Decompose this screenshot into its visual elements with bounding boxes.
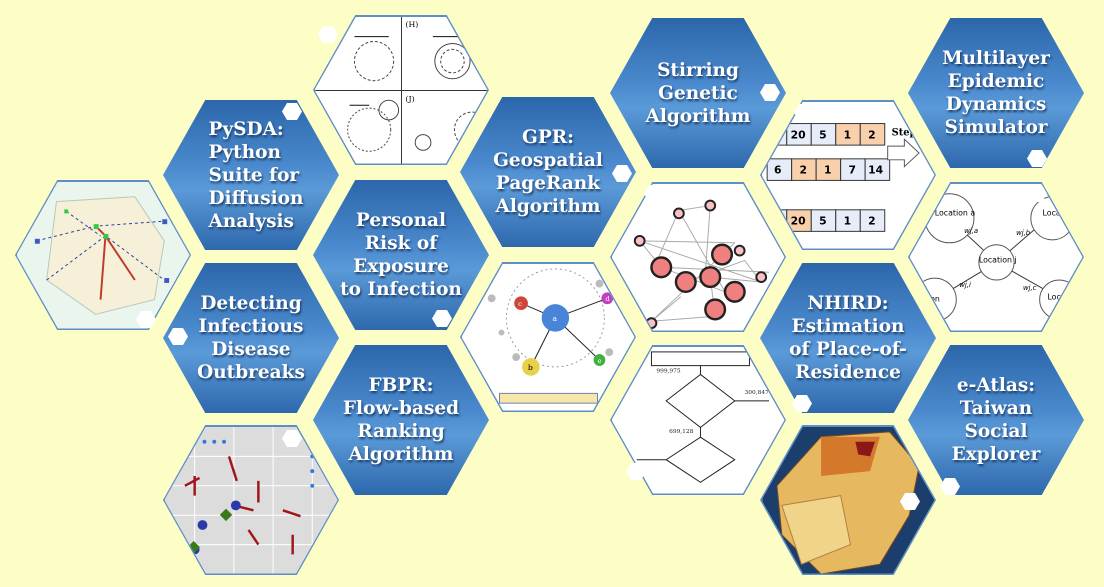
hexagon-badge-icon[interactable] (282, 430, 302, 447)
outbreak-map-hex[interactable] (163, 425, 339, 575)
circle-diagram-image: (H) (J) (314, 16, 488, 164)
project-title: Detecting Infectious Disease Outbreaks (197, 293, 305, 383)
cell: 2 (799, 163, 807, 176)
hexagon-badge-icon[interactable] (900, 493, 920, 510)
hexagon-badge-icon[interactable] (792, 395, 812, 412)
node-a: a (552, 313, 557, 322)
cell: 5 (819, 128, 827, 141)
cell: 7 (848, 163, 856, 176)
hexagon-badge-icon[interactable] (760, 84, 780, 101)
project-personal-risk[interactable]: Personal Risk of Exposure to Infection (313, 180, 489, 330)
project-stirring-ga[interactable]: Stirring Genetic Algorithm (610, 18, 786, 168)
node-e: e (597, 356, 601, 364)
project-title: e-Atlas: Taiwan Social Explorer (951, 375, 1041, 465)
step-label: Step (891, 127, 916, 138)
node-b: b (527, 362, 532, 371)
node-c: c (518, 300, 522, 308)
hexagon-badge-icon[interactable] (432, 310, 452, 327)
project-multilayer[interactable]: Multilayer Epidemic Dynamics Simulator (908, 18, 1084, 168)
location-graph-image: Location a Location j Loca b ation Loca … (912, 192, 1079, 322)
weight-label: wj,c (1022, 283, 1036, 291)
cell: 2 (868, 128, 876, 141)
project-eatlas[interactable]: e-Atlas: Taiwan Social Explorer (908, 345, 1084, 495)
hexagon-badge-icon[interactable] (1027, 150, 1047, 167)
svg-text:999,975: 999,975 (656, 368, 681, 374)
project-title: Personal Risk of Exposure to Infection (340, 210, 462, 300)
project-gpr[interactable]: GPR: Geospatial PageRank Algorithm (460, 97, 636, 247)
project-title: Multilayer Epidemic Dynamics Simulator (942, 48, 1050, 138)
location-i-label: ation (920, 294, 940, 303)
weight-label: wj,i (959, 280, 971, 288)
hexagon-badge-icon[interactable] (940, 478, 960, 495)
map-image-hex[interactable] (15, 180, 191, 330)
hexagon-badge-icon[interactable] (466, 325, 486, 342)
outbreak-map-image (164, 426, 338, 574)
project-fbpr[interactable]: FBPR: Flow-based Ranking Algorithm (313, 345, 489, 495)
hexagon-badge-icon[interactable] (760, 412, 780, 429)
hexagon-badge-icon[interactable] (794, 104, 814, 121)
network-graph-image (633, 199, 769, 329)
weight-label: wj,b (1016, 228, 1031, 236)
cell: 2 (868, 214, 876, 227)
label-j: (J) (405, 94, 414, 103)
hexagon-badge-icon[interactable] (136, 311, 156, 328)
location-j-label: Location j (978, 255, 1016, 264)
taiwan-map-hex[interactable] (760, 425, 936, 575)
project-title: NHIRD: Estimation of Place-of- Residence (789, 293, 907, 383)
location-b-label: Loca b (1042, 208, 1068, 217)
location-c-label: Loca (1047, 292, 1065, 301)
cell: 20 (790, 214, 805, 227)
cell: 5 (819, 214, 827, 227)
label-h: (H) (405, 19, 418, 28)
network-graph-hex[interactable] (610, 182, 786, 332)
hexagon-badge-icon[interactable] (318, 26, 338, 43)
project-title: FBPR: Flow-based Ranking Algorithm (342, 375, 460, 465)
project-title: Stirring Genetic Algorithm (645, 59, 751, 127)
cell: 6 (774, 163, 782, 176)
project-title: GPR: Geospatial PageRank Algorithm (493, 127, 603, 217)
location-graph-hex[interactable]: Location a Location j Loca b ation Loca … (908, 182, 1084, 332)
gpr-graph-image: a b c d e (487, 267, 613, 404)
hexagon-badge-icon[interactable] (282, 103, 302, 120)
network-map-image (16, 181, 190, 329)
project-detecting-outbreaks[interactable]: Detecting Infectious Disease Outbreaks (163, 263, 339, 413)
project-pysda[interactable]: PySDA: Python Suite for Diffusion Analys… (163, 100, 339, 250)
hexagon-badge-icon[interactable] (1027, 185, 1047, 202)
project-title: PySDA: Python Suite for Diffusion Analys… (208, 118, 304, 232)
cell: 14 (868, 163, 883, 176)
circle-diagram-hex[interactable]: (H) (J) (313, 15, 489, 165)
cell: 1 (843, 128, 851, 141)
gpr-graph-hex[interactable]: a b c d e (460, 262, 636, 412)
hexagon-badge-icon[interactable] (168, 328, 188, 345)
svg-text:699,128: 699,128 (669, 429, 694, 435)
array-ga-hex[interactable]: 20 5 1 2 6 2 1 7 14 20 5 1 2 Step (760, 100, 936, 250)
cell: 1 (824, 163, 832, 176)
flowchart-image: 999,975 300,847 699,128 (636, 350, 769, 483)
location-a-label: Location a (934, 208, 975, 217)
weight-label: wj,a (964, 227, 978, 235)
hexagon-badge-icon[interactable] (626, 463, 646, 480)
cell: 1 (843, 214, 851, 227)
array-ga-image: 20 5 1 2 6 2 1 7 14 20 5 1 2 Step (761, 122, 920, 232)
hexagon-badge-icon[interactable] (612, 165, 632, 182)
node-d: d (605, 295, 610, 303)
cell: 20 (790, 128, 805, 141)
project-nhird[interactable]: NHIRD: Estimation of Place-of- Residence (760, 263, 936, 413)
svg-text:300,847: 300,847 (744, 390, 769, 396)
hexagon-badge-icon[interactable] (644, 185, 664, 202)
